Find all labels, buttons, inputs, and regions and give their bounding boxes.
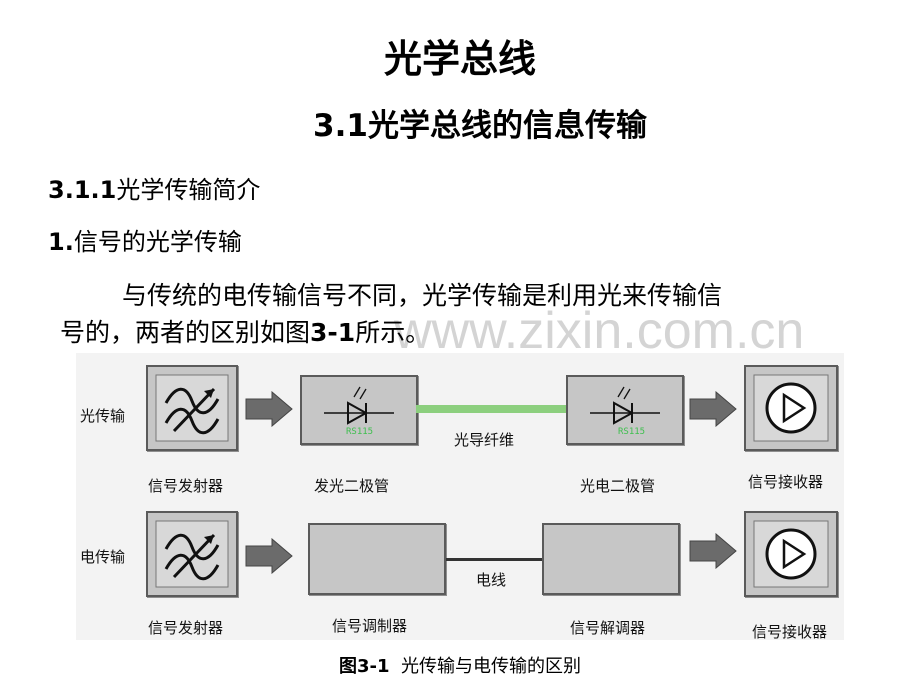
electric-wire-line — [446, 558, 544, 561]
electrical-receiver-label: 信号接收器 — [752, 623, 828, 641]
paragraph-line-1: 与传统的电传输信号不同，光学传输是利用光来传输信 — [122, 281, 723, 310]
optical-fiber-label: 光导纤维 — [454, 431, 515, 449]
watermark: www.zixin.com.cn — [394, 302, 805, 360]
photodiode-label: 光电二极管 — [580, 477, 656, 495]
arrow-icon — [245, 391, 293, 427]
optical-receiver-box — [744, 365, 838, 451]
photodiode-code: RS115 — [618, 427, 646, 437]
item-text: 信号的光学传输 — [73, 228, 242, 256]
led-box: RS115 — [300, 375, 418, 445]
play-receiver-icon — [753, 520, 829, 588]
item-heading: 1.信号的光学传输 — [48, 222, 242, 257]
optical-fiber-line — [416, 405, 566, 413]
caption-text: 光传输与电传输的区别 — [400, 656, 581, 677]
page-title: 光学总线 — [383, 37, 536, 81]
optical-transmitter-box — [146, 365, 238, 451]
figure-reference: 3-1 — [310, 318, 356, 347]
electrical-receiver-box — [744, 511, 838, 597]
optical-row-label: 光传输 — [80, 407, 126, 425]
led-code: RS115 — [346, 427, 374, 437]
photodiode-box: RS115 — [566, 375, 684, 445]
subsection-number: 3.1.1 — [48, 176, 117, 204]
paragraph-line-2-a: 号的，两者的区别如图 — [60, 318, 311, 347]
electrical-transmitter-label: 信号发射器 — [148, 619, 224, 637]
signal-generator-icon — [155, 374, 229, 442]
subsection-heading: 3.1.1光学传输简介 — [48, 170, 260, 205]
caption-number: 图3-1 — [339, 656, 390, 677]
led-diode-icon — [324, 386, 394, 425]
arrow-icon — [689, 533, 737, 569]
signal-generator-icon — [155, 520, 229, 588]
section-heading: 3.1光学总线的信息传输 — [313, 108, 647, 144]
modulator-label: 信号调制器 — [332, 617, 408, 635]
electrical-row-label: 电传输 — [80, 548, 126, 566]
photodiode-icon — [590, 386, 660, 425]
transmission-figure: 光传输 信号发射器 RS115 发光二极管 光导纤维 — [76, 353, 844, 641]
arrow-icon — [689, 391, 737, 427]
paragraph-line-2-c: 所示。 — [355, 318, 431, 347]
led-label: 发光二极管 — [314, 477, 390, 495]
electric-wire-label: 电线 — [476, 571, 507, 589]
electrical-transmitter-box — [146, 511, 238, 597]
subsection-text: 光学传输简介 — [116, 176, 261, 204]
item-number: 1. — [48, 228, 74, 256]
optical-receiver-label: 信号接收器 — [748, 473, 824, 491]
optical-transmitter-label: 信号发射器 — [148, 477, 224, 495]
demodulator-box — [542, 523, 680, 595]
demodulator-label: 信号解调器 — [570, 619, 646, 637]
play-receiver-icon — [753, 374, 829, 442]
modulator-box — [308, 523, 446, 595]
paragraph-line-2: 号的，两者的区别如图3-1所示。 — [60, 313, 430, 349]
arrow-icon — [245, 538, 293, 574]
figure-caption: 图3-1 光传输与电传输的区别 — [0, 652, 920, 678]
